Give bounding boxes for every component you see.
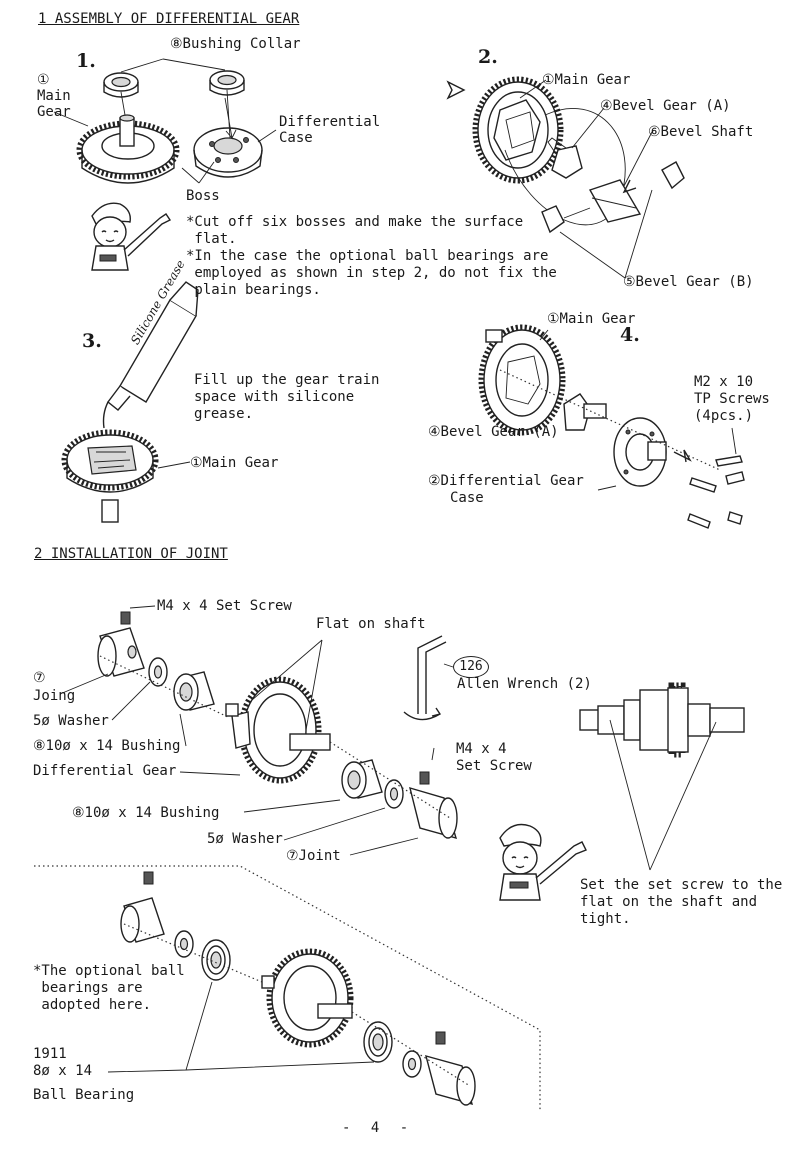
step4-main-gear bbox=[478, 324, 566, 436]
step2-leader-lines bbox=[519, 79, 653, 279]
step2-main-gear bbox=[446, 76, 564, 184]
joint-left bbox=[97, 611, 145, 677]
step2-label-main-gear: ①Main Gear bbox=[542, 72, 631, 88]
bearing-label-1: 1911 bbox=[33, 1046, 67, 1062]
optional-note-line2: bearings are bbox=[33, 980, 143, 996]
step1-note2-line3: plain bearings. bbox=[186, 282, 321, 298]
step2-label-bevel-shaft: ⑥Bevel Shaft bbox=[648, 124, 754, 140]
step3-text-line1: Fill up the gear train bbox=[194, 372, 380, 388]
bearing-label-3: Ball Bearing bbox=[33, 1087, 135, 1103]
step3-text-line2: space with silicone bbox=[194, 389, 355, 405]
allen-wrench bbox=[403, 635, 447, 721]
bushing-right bbox=[341, 759, 383, 799]
step1-note2-line2: employed as shown in step 2, do not fix … bbox=[186, 265, 557, 281]
label-bushing-left: ⑧10ø x 14 Bushing bbox=[33, 738, 181, 754]
label-set-screw-right-2: Set Screw bbox=[456, 758, 532, 774]
section2-title: 2 INSTALLATION OF JOINT bbox=[34, 546, 228, 562]
step1-label-bushing-collar: ⑧Bushing Collar bbox=[170, 36, 301, 52]
step1-label-main-gear-1: Main bbox=[37, 88, 71, 104]
section1-title: 1 ASSEMBLY OF DIFFERENTIAL GEAR bbox=[38, 11, 300, 27]
step2-bevel-parts bbox=[504, 108, 685, 234]
step4-bevel-gear-a bbox=[563, 393, 607, 431]
joint-right bbox=[409, 771, 458, 840]
step2-number: 2. bbox=[478, 46, 498, 68]
bushing-left bbox=[173, 671, 215, 711]
optional-assembly bbox=[107, 871, 476, 1106]
step4-label-screws-2: TP Screws bbox=[694, 391, 770, 407]
step3-text-line3: grease. bbox=[194, 406, 254, 422]
step1-label-main-gear-num: ① bbox=[37, 72, 50, 88]
step3-grease-tube bbox=[102, 281, 199, 429]
label-joint-num-left: ⑦ bbox=[33, 670, 46, 686]
step3-main-gear bbox=[61, 429, 159, 523]
step1-number: 1. bbox=[76, 50, 96, 72]
section2-leader-lines bbox=[59, 605, 454, 856]
step4-label-bevel-gear-a: ④Bevel Gear (A) bbox=[428, 424, 559, 440]
step4-label-main-gear: ①Main Gear bbox=[547, 311, 636, 327]
step2-label-bevel-gear-a: ④Bevel Gear (A) bbox=[600, 98, 731, 114]
label-wrench-number: 126 bbox=[453, 656, 489, 678]
note-line2: flat on the shaft and bbox=[580, 894, 758, 910]
step3-number: 3. bbox=[82, 330, 102, 352]
step2-label-bevel-gear-b: ⑤Bevel Gear (B) bbox=[623, 274, 754, 290]
label-set-screw-right-1: M4 x 4 bbox=[456, 741, 507, 757]
page-number: - 4 - bbox=[342, 1120, 415, 1136]
label-joint-right: ⑦Joint bbox=[286, 848, 341, 864]
label-bushing-right: ⑧10ø x 14 Bushing bbox=[72, 805, 220, 821]
bearing-label-2: 8ø x 14 bbox=[33, 1063, 93, 1079]
step4-label-diff-case-2: Case bbox=[450, 490, 484, 506]
differential-gear-main bbox=[225, 676, 331, 784]
step1-note2-line1: *In the case the optional ball bearings … bbox=[186, 248, 549, 264]
step1-note1-line2: flat. bbox=[186, 231, 237, 247]
label-differential-gear: Differential Gear bbox=[33, 763, 177, 779]
step4-label-screws-1: M2 x 10 bbox=[694, 374, 754, 390]
label-washer-right: 5ø Washer bbox=[207, 831, 283, 847]
label-flat-on-shaft: Flat on shaft bbox=[316, 616, 426, 632]
step4-leader-lines bbox=[499, 329, 737, 491]
washer-right bbox=[384, 779, 404, 809]
step1-label-diff-case-2: Case bbox=[279, 130, 313, 146]
step3-leader bbox=[157, 461, 191, 469]
step1-differential-case bbox=[193, 127, 263, 178]
step1-main-gear bbox=[76, 114, 180, 184]
step4-differential-case bbox=[613, 417, 692, 487]
note-line3: tight. bbox=[580, 911, 631, 927]
mascot-pointing-1 bbox=[91, 202, 172, 271]
step4-number: 4. bbox=[620, 324, 640, 346]
optional-note-line3: adopted here. bbox=[33, 997, 152, 1013]
step1-label-diff-case-1: Differential bbox=[279, 114, 381, 130]
optional-note-line1: *The optional ball bbox=[33, 963, 185, 979]
label-washer-left: 5ø Washer bbox=[33, 713, 109, 729]
washer-left bbox=[148, 657, 168, 687]
step1-leader-lines bbox=[53, 58, 277, 184]
step4-tp-screws bbox=[687, 455, 745, 529]
step1-bushing-collar-left bbox=[103, 72, 139, 98]
step1-note1-line1: *Cut off six bosses and make the surface bbox=[186, 214, 524, 230]
note-line1: Set the set screw to the bbox=[580, 877, 783, 893]
step1-label-main-gear-2: Gear bbox=[37, 104, 71, 120]
step4-label-screws-3: (4pcs.) bbox=[694, 408, 754, 424]
label-allen-wrench: Allen Wrench (2) bbox=[457, 676, 592, 692]
step1-label-boss: Boss bbox=[186, 188, 220, 204]
label-joint-left: Joing bbox=[33, 688, 76, 704]
mascot-pointing-2 bbox=[499, 823, 587, 901]
assembled-view bbox=[579, 682, 745, 871]
step4-label-diff-case-1: ②Differential Gear bbox=[428, 473, 584, 489]
label-set-screw-top: M4 x 4 Set Screw bbox=[157, 598, 292, 614]
step3-label-main-gear: ①Main Gear bbox=[190, 455, 279, 471]
